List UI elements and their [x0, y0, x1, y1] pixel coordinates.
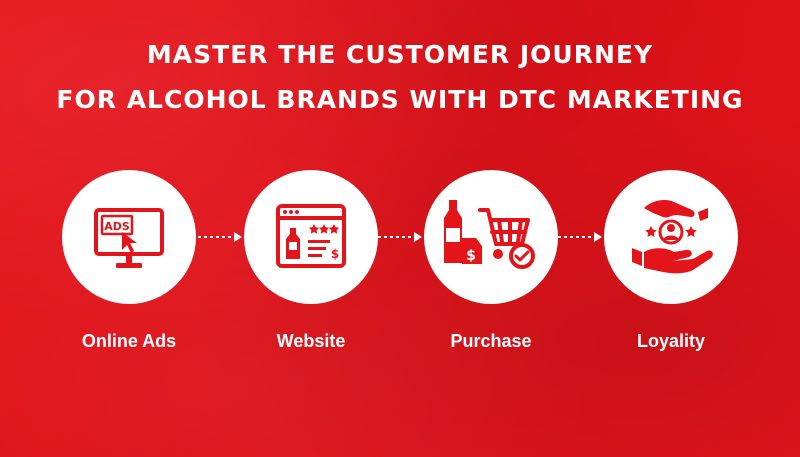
step-website: $	[244, 170, 378, 304]
ads-icon-text: ADS	[104, 220, 130, 233]
svg-text:$: $	[331, 247, 339, 261]
step-label-loyality: Loyality	[636, 331, 706, 351]
step-label-purchase: Purchase	[450, 331, 532, 351]
step-online-ads: ADS	[62, 170, 196, 304]
step-label-online-ads: Online Ads	[81, 331, 177, 351]
page-title: MASTER THE CUSTOMER JOURNEY FOR ALCOHOL …	[0, 32, 800, 122]
web-page-icon: $	[276, 204, 346, 268]
step-loyality	[604, 170, 738, 304]
step-purchase: $	[424, 170, 558, 304]
step-label-website: Website	[276, 331, 346, 351]
title-line-1: MASTER THE CUSTOMER JOURNEY	[146, 40, 654, 69]
connector-arrow	[198, 229, 244, 245]
svg-text:$: $	[466, 248, 476, 264]
connector-arrow	[558, 229, 604, 245]
title-line-2: FOR ALCOHOL BRANDS WITH DTC MARKETING	[56, 85, 744, 114]
connector-arrow	[378, 229, 424, 245]
hands-customer-icon	[632, 200, 713, 274]
ads-monitor-icon: ADS	[94, 208, 164, 268]
bottle-cart-icon: $	[444, 200, 535, 269]
